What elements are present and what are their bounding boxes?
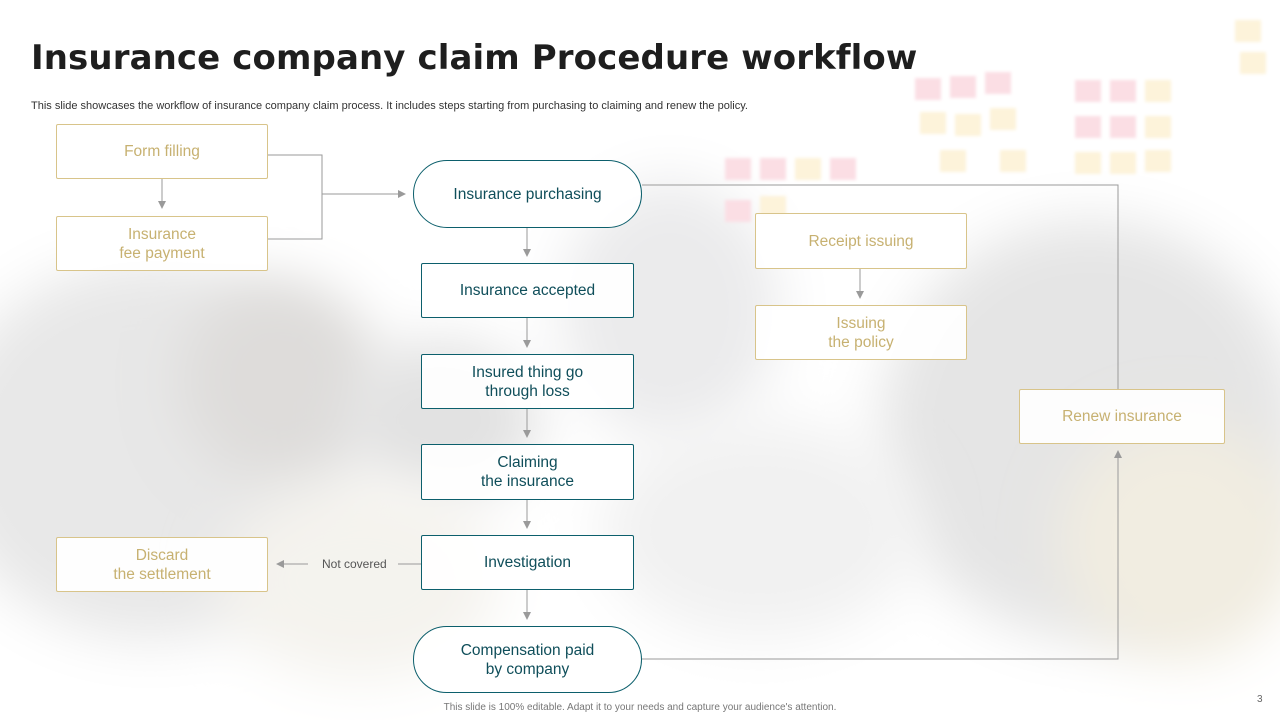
edge-form-bracket [268,154,323,240]
node-discard-settlement: Discard the settlement [56,537,268,592]
node-insurance-fee-payment: Insurance fee payment [56,216,268,271]
node-insurance-purchasing: Insurance purchasing [413,160,642,228]
edge-purchasing-to-renew [642,184,1119,389]
node-compensation-paid: Compensation paid by company [413,626,642,693]
node-claiming-insurance: Claiming the insurance [421,444,634,500]
node-insured-thing-loss: Insured thing go through loss [421,354,634,409]
node-insurance-accepted: Insurance accepted [421,263,634,318]
node-receipt-issuing: Receipt issuing [755,213,967,269]
footer-note: This slide is 100% editable. Adapt it to… [443,702,837,713]
label-not-covered: Not covered [322,557,387,571]
page-number: 3 [1257,694,1263,705]
node-renew-insurance: Renew insurance [1019,389,1225,444]
edge-compensation-to-renew [642,450,1122,660]
node-investigation: Investigation [421,535,634,590]
node-issuing-policy: Issuing the policy [755,305,967,360]
slide-title: Insurance company claim Procedure workfl… [31,38,918,78]
slide-subtitle: This slide showcases the workflow of ins… [31,100,748,112]
node-form-filling: Form filling [56,124,268,179]
